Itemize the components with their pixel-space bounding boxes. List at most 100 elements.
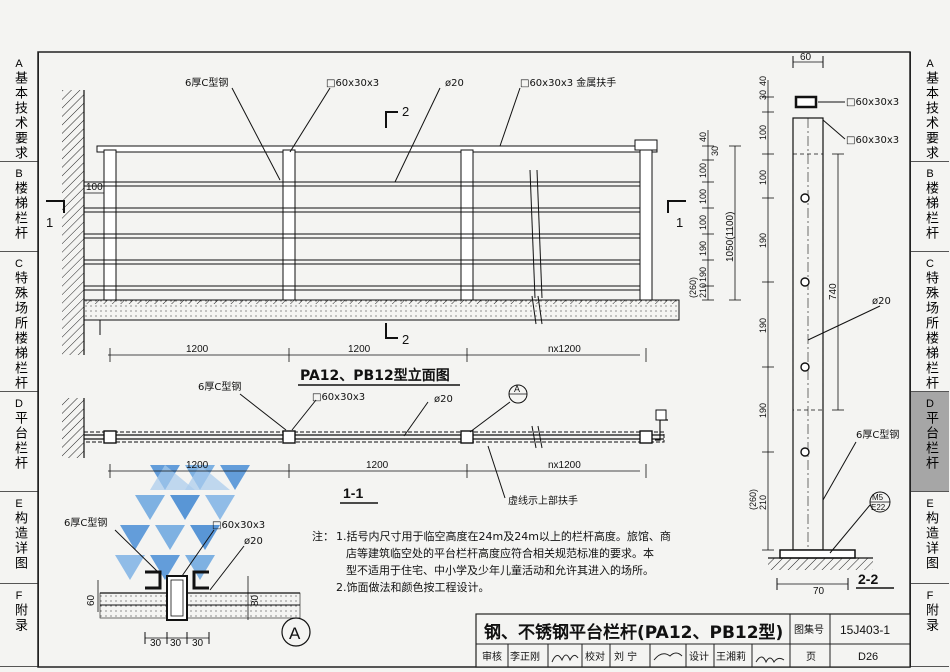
dim-bottom-3: nx1200: [548, 344, 581, 355]
drawing-frame: [37, 51, 911, 668]
detail-a-title: A: [289, 624, 301, 643]
chapter-tab-letter: A: [926, 58, 934, 70]
chapter-tab-title: 附录: [12, 603, 27, 633]
design-label: 设计: [689, 650, 709, 663]
s22-vdim-190c: 190: [758, 403, 768, 418]
section-mark-2-bottom: 2: [402, 332, 409, 347]
page-label: 页: [806, 651, 816, 663]
designer-name: 王湘莉: [716, 650, 746, 663]
s22-dim-60: 60: [800, 52, 812, 63]
plan-dim-2: 1200: [366, 460, 389, 471]
s22-label-handrail: □60x30x3: [846, 97, 899, 108]
vdim-40: 40: [698, 132, 708, 142]
atlas-number: 15J403-1: [840, 623, 890, 637]
chapter-tab-letter: E: [15, 498, 23, 510]
anchor-e22: E22: [871, 503, 886, 512]
s22-handrail: [794, 95, 818, 109]
drawing-title: 钢、不锈钢平台栏杆(PA12、PB12型): [484, 622, 783, 643]
chapter-tab-title: 基本技术要求: [923, 71, 938, 161]
chapter-tab-title: 基本技术要求: [12, 71, 27, 161]
section-mark-2-top: 2: [402, 104, 409, 119]
chapter-tab-title: 构造详图: [12, 511, 27, 571]
s22-label-rod: ø20: [872, 296, 891, 307]
s22-vdim-40: 40: [758, 76, 768, 86]
check-label: 校对: [585, 650, 605, 663]
detail-dim-60: 60: [86, 594, 97, 606]
review-label: 审核: [482, 650, 502, 663]
vdim-210: 210: [698, 283, 708, 298]
vdim-190b: 190: [698, 267, 708, 282]
designer-signature: [755, 656, 785, 664]
s22-vdim-30: 30: [758, 90, 768, 100]
section-mark-1-left: 1: [46, 215, 53, 230]
plan-dim-1: 1200: [186, 460, 209, 471]
chapter-tab-title: 特殊场所楼梯栏杆: [923, 271, 938, 391]
s22-label-post: □60x30x3: [846, 135, 899, 146]
note-line-2: 店等建筑临空处的平台栏杆高度应符合相关规范标准的要求。本: [346, 546, 654, 560]
plan-label-rod: ø20: [434, 394, 453, 405]
vdim-190a: 190: [698, 241, 708, 256]
notes: 注： 1.括号内尺寸用于临空高度在24m及24m以上的栏杆高度。旅馆、商 店等建…: [312, 529, 671, 594]
label-rod: ø20: [445, 78, 464, 89]
detail-dim-30c: 30: [192, 638, 204, 649]
chapter-tab-title: 构造详图: [923, 511, 938, 571]
plan-dim-3: nx1200: [548, 460, 581, 471]
note-line-1: 1.括号内尺寸用于临空高度在24m及24m以上的栏杆高度。旅馆、商: [336, 529, 671, 543]
elevation-view: 6厚C型钢 □60x30x3 ø20 □60x30x3 金属扶手 100 2 2…: [46, 76, 741, 386]
label-handrail: □60x30x3 金属扶手: [520, 76, 616, 89]
s22-vdim-100a: 100: [758, 125, 768, 140]
page-number: D26: [858, 651, 878, 663]
callout-a-label: A: [514, 384, 520, 394]
vdim-100b: 100: [698, 189, 708, 204]
vdim-30: 30: [710, 146, 720, 156]
detail-a-view: 6厚C型钢 □60x30x3 ø20 30 30 30 60 80 A: [64, 516, 311, 649]
note-line-4: 2.饰面做法和颜色按工程设计。: [336, 580, 490, 594]
s22-vdim-260: (260): [748, 489, 758, 510]
section-mark-1-right: 1: [676, 215, 683, 230]
detail-a-circle: [281, 617, 311, 647]
vdim-260: (260): [688, 277, 698, 298]
checker-name: 刘 宁: [614, 650, 637, 663]
plan-title: 1-1: [343, 485, 363, 501]
elevation-title: PA12、PB12型立面图: [300, 367, 450, 384]
chapter-tab-title: 平台栏杆: [923, 411, 938, 471]
s22-vdim-210: 210: [758, 495, 768, 510]
chapter-tab-letter: A: [15, 58, 23, 70]
chapter-tab-title: 附录: [923, 603, 938, 633]
chapter-tab-letter: D: [15, 398, 23, 410]
checker-signature: [653, 652, 683, 661]
title-block: 钢、不锈钢平台栏杆(PA12、PB12型) 图集号 15J403-1 审核 李正…: [475, 613, 911, 668]
chapter-tab-letter: E: [926, 498, 934, 510]
vdim-100c: 100: [698, 215, 708, 230]
anchor-m5: M5: [872, 493, 884, 502]
vdim-100a: 100: [698, 163, 708, 178]
chapter-tab-letter: C: [926, 258, 934, 270]
vdim-total: 1050(1100): [725, 212, 736, 262]
chapter-tab-letter: B: [926, 168, 934, 180]
chapter-tab-letter: C: [15, 258, 23, 270]
s22-vdim-100b: 100: [758, 170, 768, 185]
s22-label-cchannel: 6厚C型钢: [856, 428, 899, 441]
chapter-tab-letter: F: [926, 590, 934, 602]
plan-1-1-view: 6厚C型钢 □60x30x3 ø20 A 1200 1200 nx1200 虚线…: [62, 380, 668, 507]
s22-vdim-190b: 190: [758, 318, 768, 333]
chapter-tab-letter: D: [926, 398, 934, 410]
s22-vdim-740: 740: [828, 283, 839, 300]
s22-dim-70: 70: [813, 586, 825, 597]
detail-dim-30b: 30: [170, 638, 182, 649]
chapter-tab-title: 平台栏杆: [12, 411, 27, 471]
